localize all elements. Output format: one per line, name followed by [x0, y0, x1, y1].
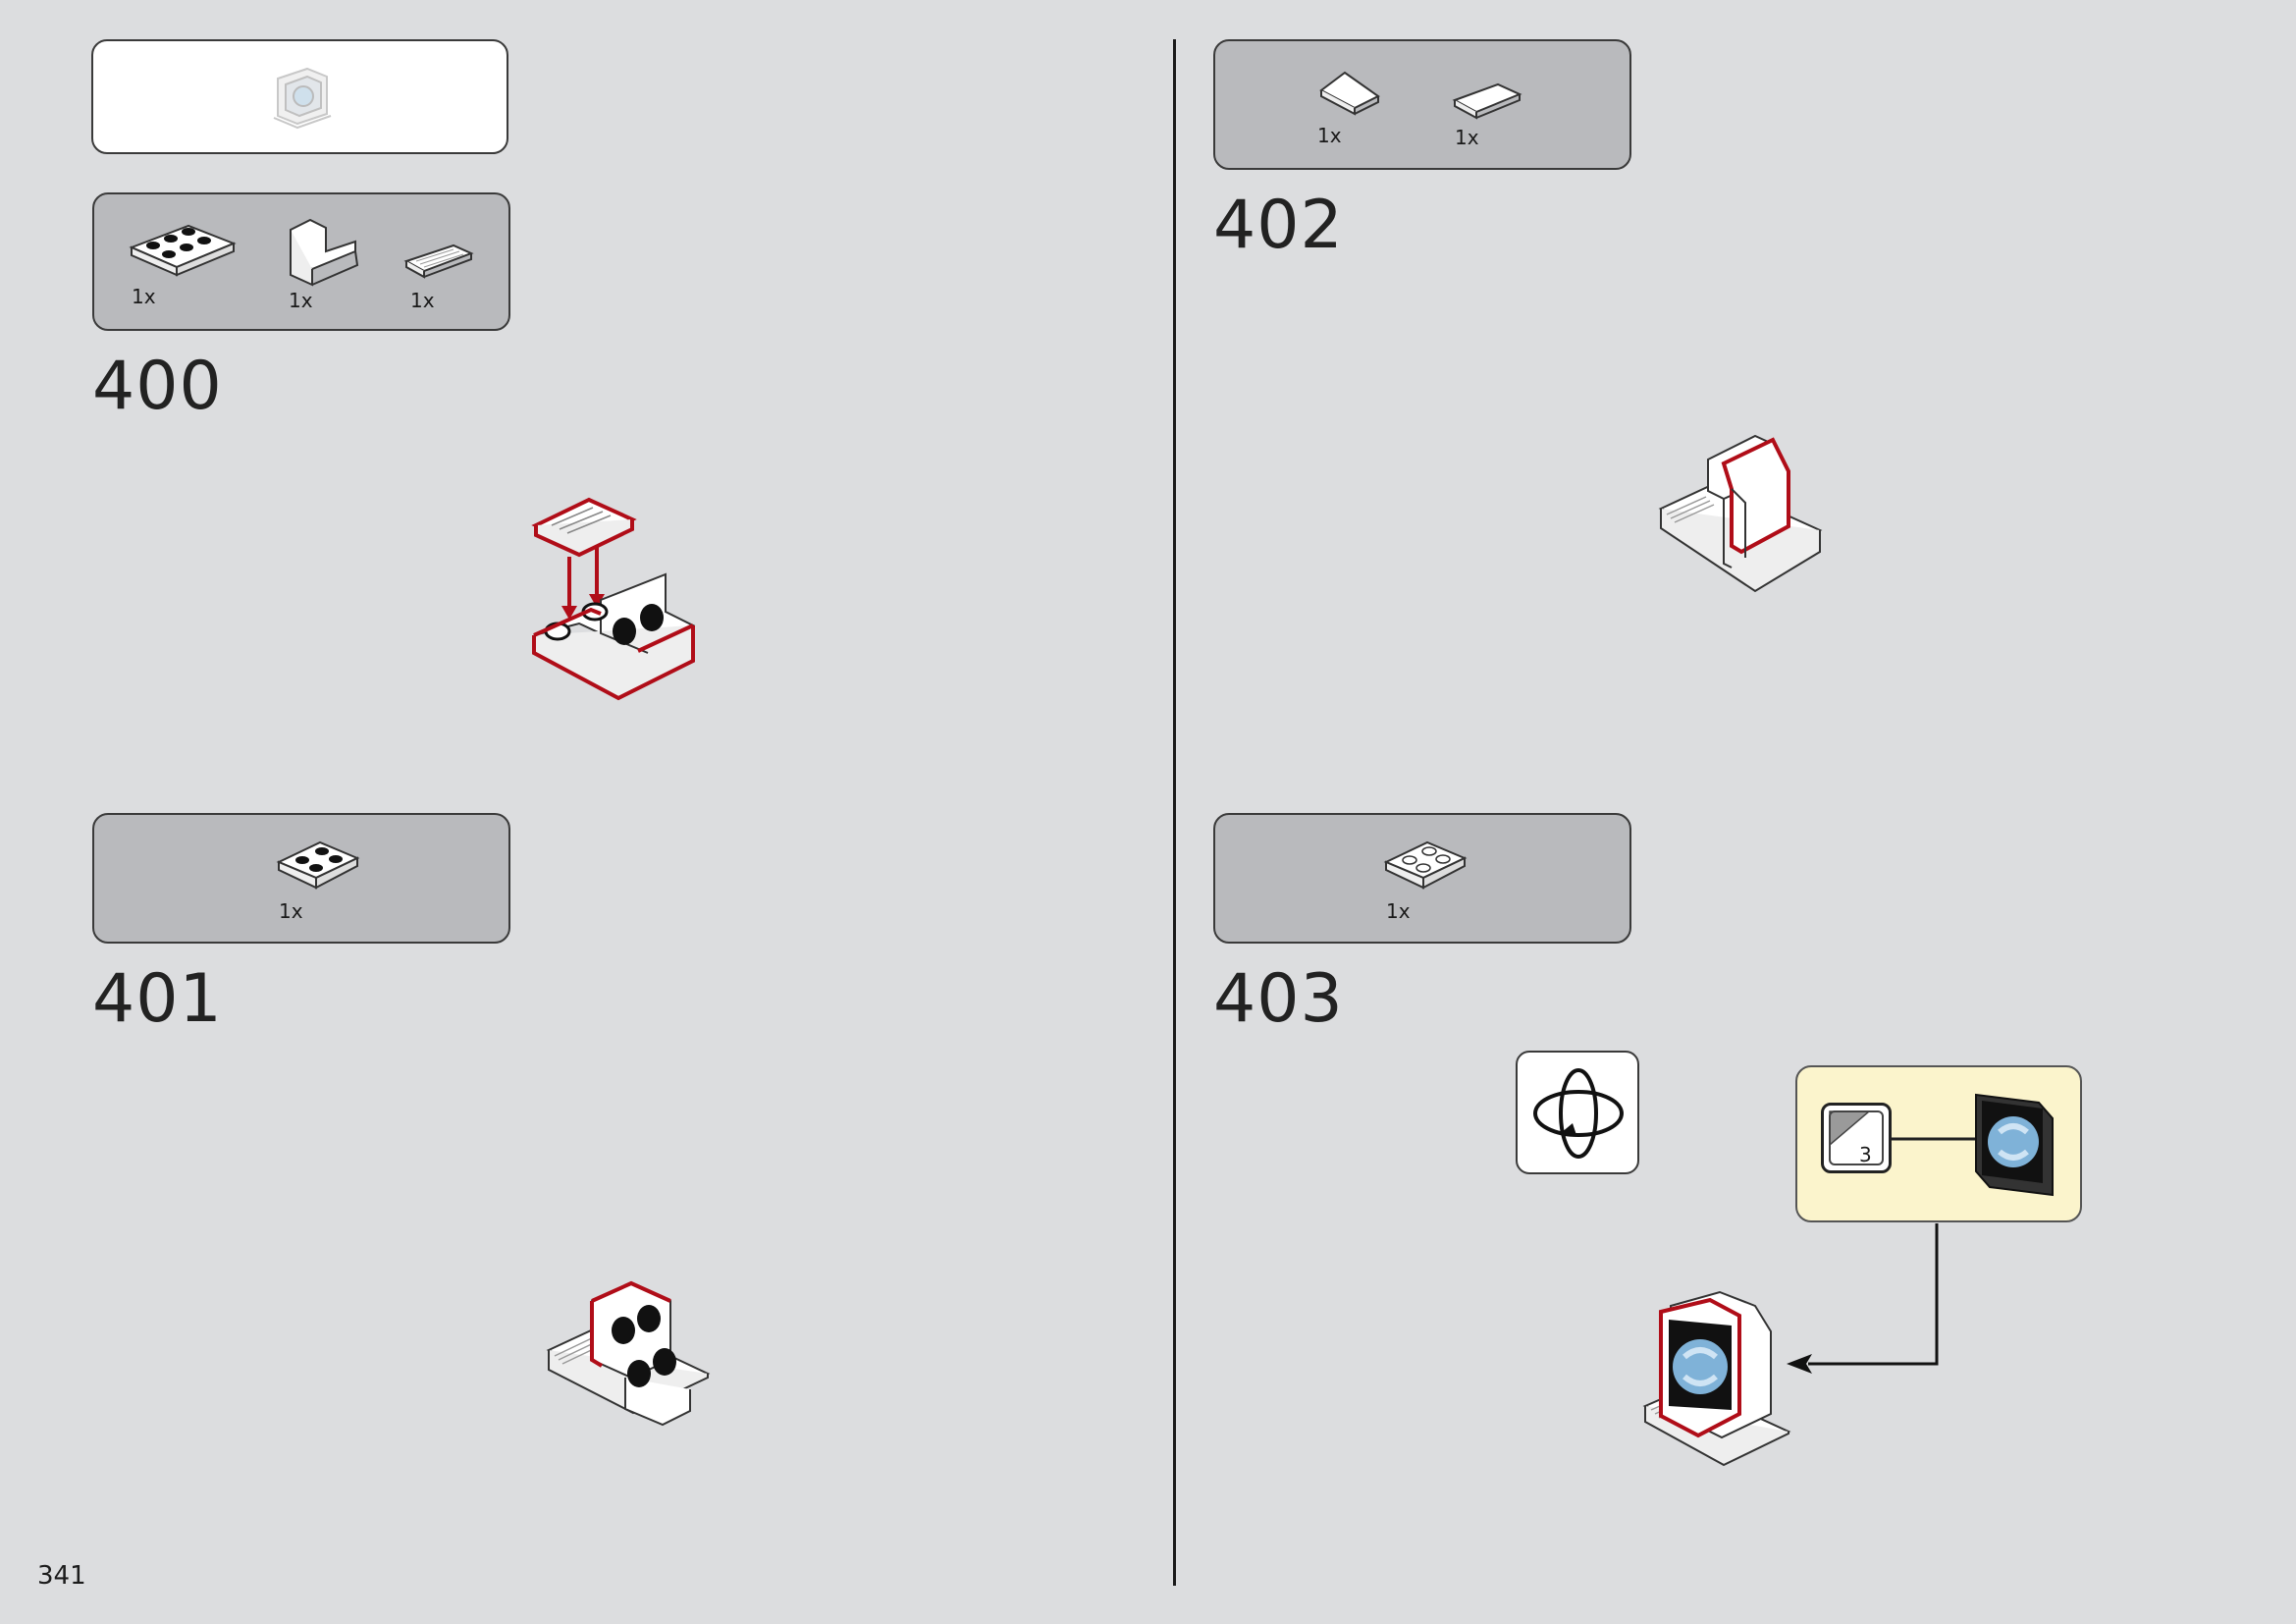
sticker-callout: 3	[1795, 1065, 2082, 1222]
part-qty-402-1: 1x	[1317, 124, 1342, 147]
assembly-400-illustration	[531, 497, 696, 701]
rotate-model-box	[1516, 1051, 1639, 1174]
parts-list-403: 1x	[1213, 813, 1631, 944]
sticker-arrow	[1787, 1223, 1939, 1374]
rotate-model-icon	[1533, 1068, 1624, 1159]
parts-list-401: 1x	[92, 813, 510, 944]
slope-icon	[1319, 71, 1380, 116]
part-qty-400-2: 1x	[289, 289, 313, 312]
assembly-402-illustration	[1658, 434, 1823, 593]
bracket-icon	[290, 218, 359, 287]
step-number-400: 400	[92, 348, 223, 425]
step-number-401: 401	[92, 960, 223, 1038]
part-qty-400-1: 1x	[132, 285, 156, 308]
part-qty-402-2: 1x	[1455, 126, 1479, 149]
subassembly-callout	[91, 39, 508, 154]
step-number-402: 402	[1213, 187, 1344, 264]
plate-2x3-icon	[129, 224, 237, 277]
sticker-sheet-badge: 3	[1821, 1103, 1892, 1173]
sticker-sheet-icon	[1829, 1110, 1884, 1165]
part-qty-401-1: 1x	[279, 899, 303, 923]
plate-2x2-icon	[276, 840, 360, 890]
keyboard-tile-icon	[403, 244, 474, 279]
page-divider	[1173, 39, 1176, 1586]
computer-monitor-icon	[273, 67, 332, 130]
arrow-left-icon	[1787, 1354, 1812, 1374]
parts-list-402: 1x 1x	[1213, 39, 1631, 170]
sticker-sheet-number: 3	[1859, 1143, 1872, 1166]
plate-2x2-white-icon	[1383, 840, 1468, 890]
parts-list-400: 1x 1x 1x	[92, 192, 510, 331]
part-qty-400-3: 1x	[410, 289, 435, 312]
page-number: 341	[37, 1561, 86, 1591]
step-number-403: 403	[1213, 960, 1344, 1038]
assembly-403-illustration	[1642, 1290, 1791, 1467]
tile-icon	[1452, 82, 1522, 120]
part-qty-403-1: 1x	[1386, 899, 1411, 923]
monitor-sticker-icon	[1975, 1093, 2054, 1197]
assembly-401-illustration	[546, 1280, 711, 1427]
